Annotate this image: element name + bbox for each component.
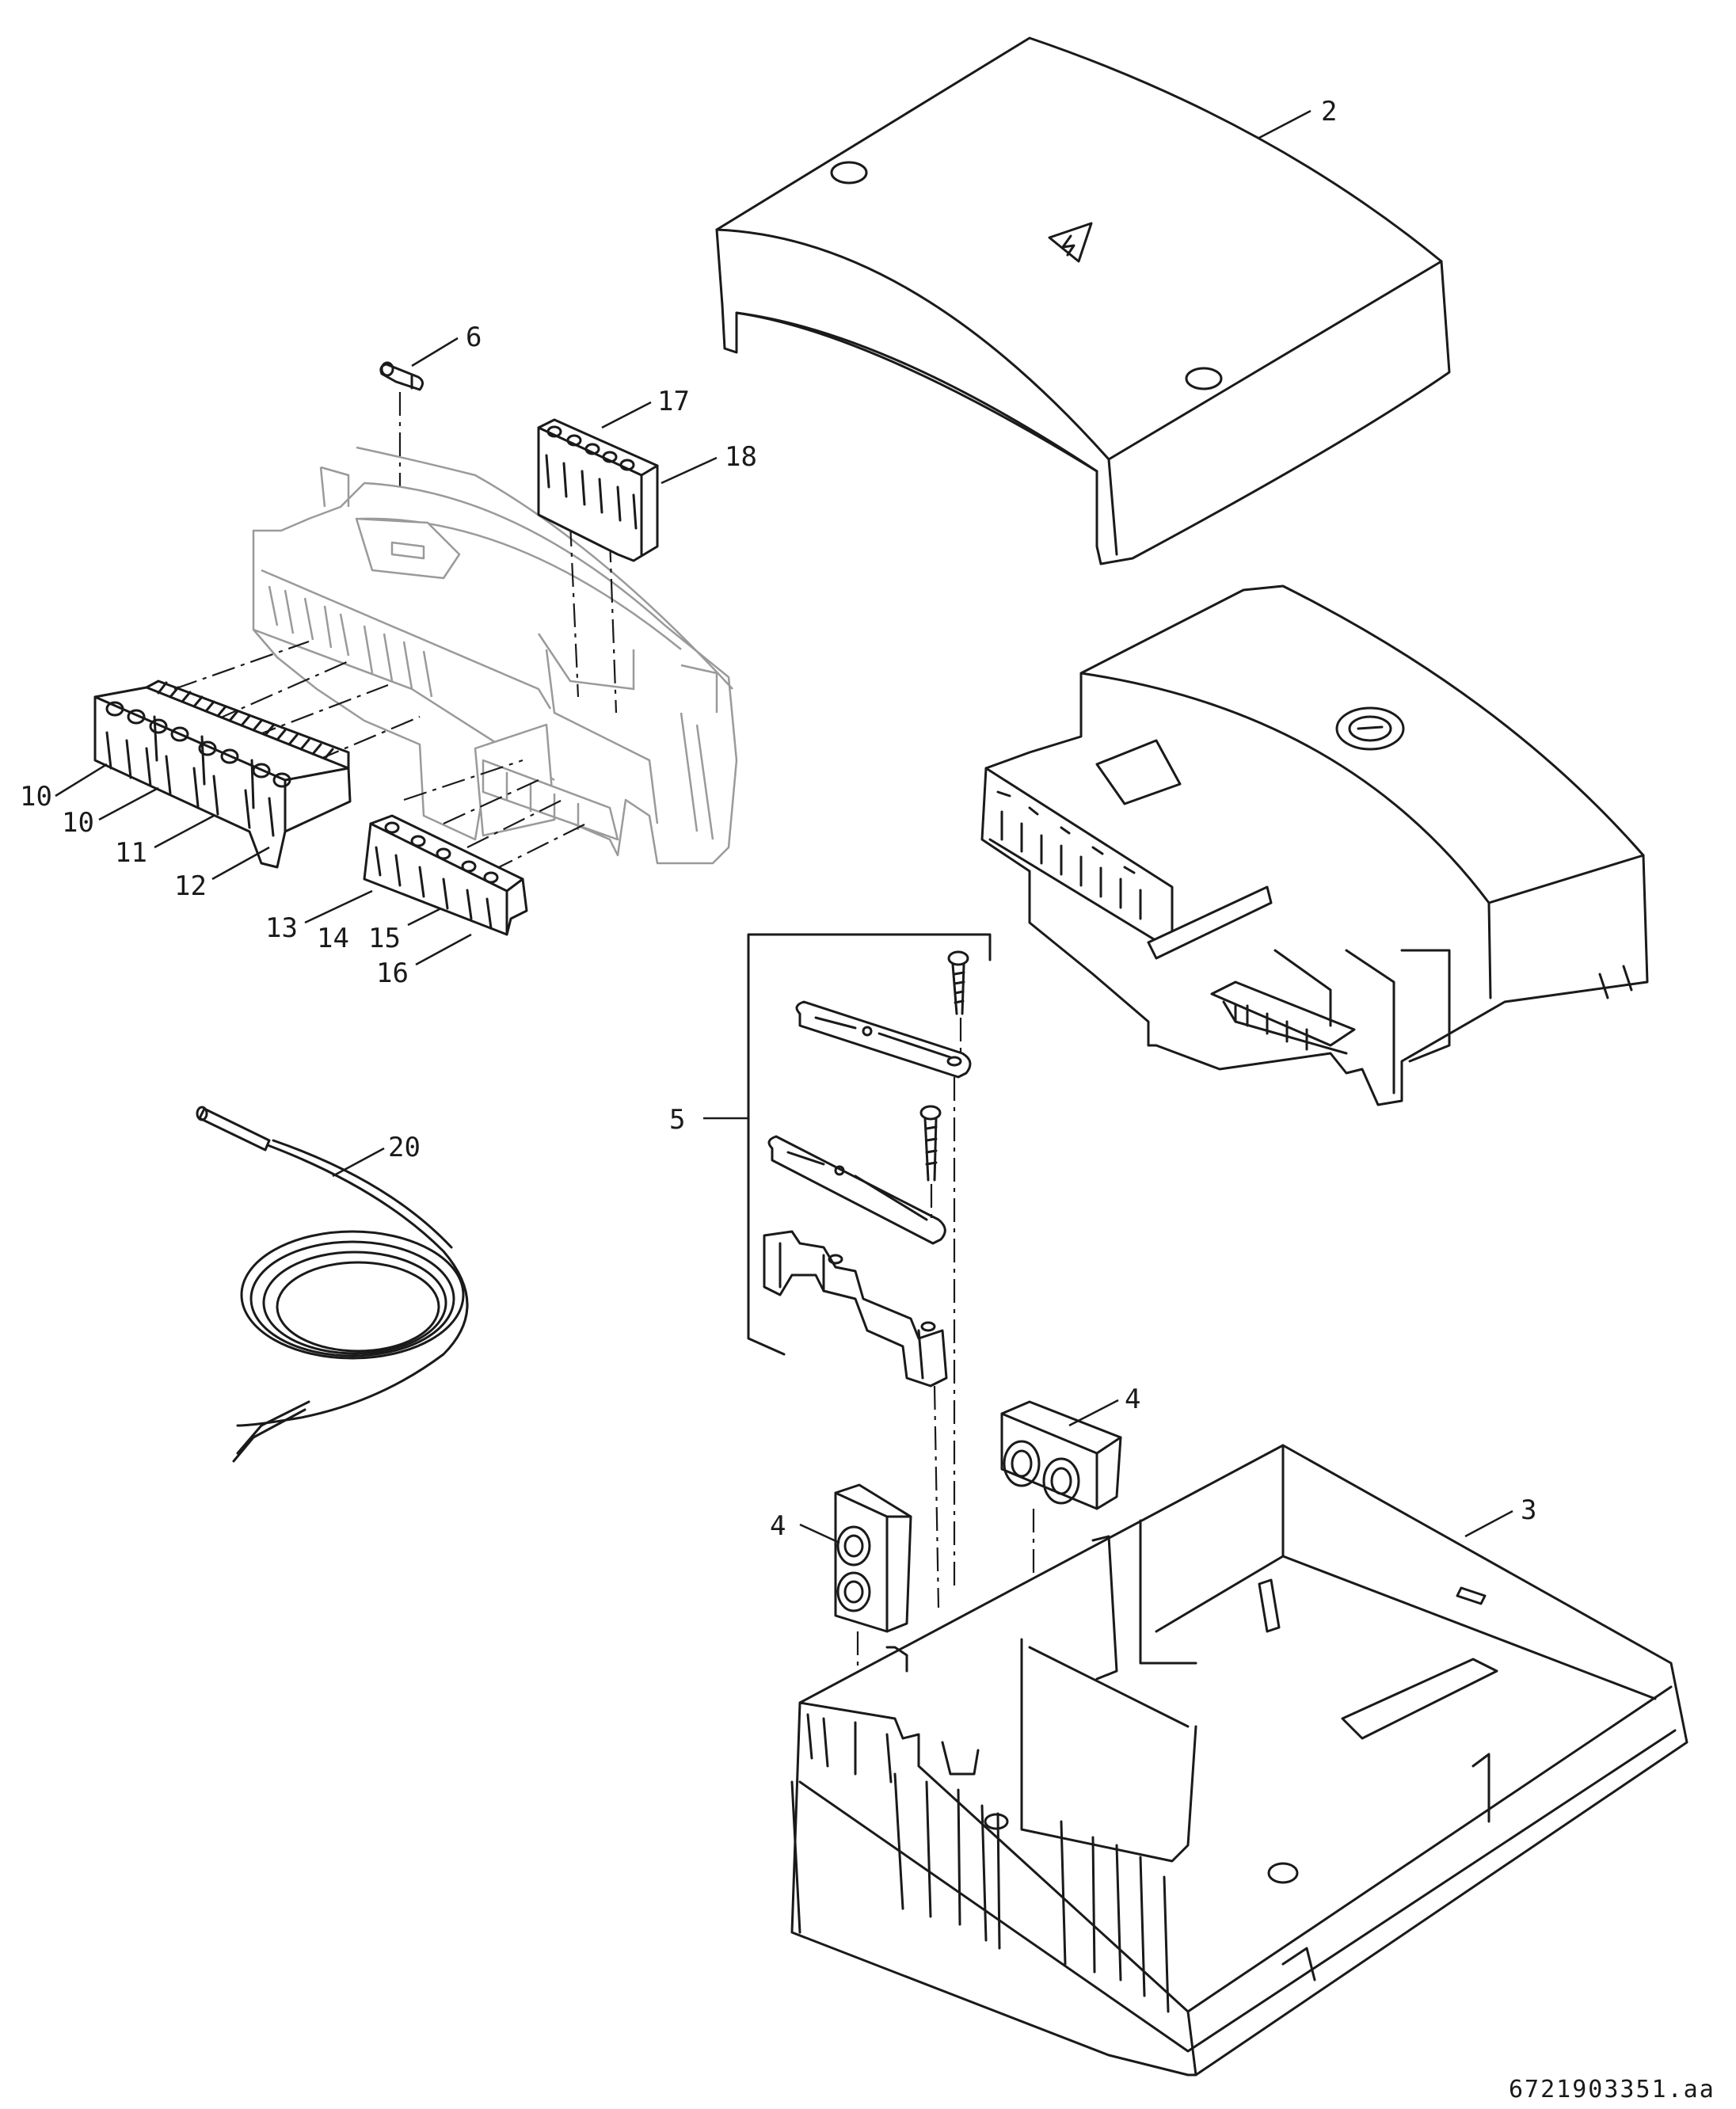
part-housing-base-3: [790, 1444, 1688, 2077]
callout-5: 5: [669, 1104, 685, 1136]
callout-16: 16: [376, 957, 409, 989]
terminal-block-17-18: [537, 418, 659, 562]
callout-18: 18: [725, 441, 757, 473]
terminal-block-strip-13-16: [363, 814, 528, 936]
callout-4-upper: 4: [1125, 1384, 1140, 1415]
part-sensor-20: [196, 1106, 469, 1463]
callout-10a: 10: [20, 781, 52, 813]
electrical-hazard-warning-icon: [1048, 222, 1093, 263]
terminal-screw-heads: [105, 701, 291, 788]
part-cover-2: [715, 36, 1451, 565]
callout-10b: 10: [62, 807, 94, 839]
callout-13: 13: [265, 912, 298, 944]
callout-12: 12: [174, 870, 207, 902]
callout-4-lower: 4: [770, 1510, 786, 1542]
part-grommet-4-upper: [1000, 1400, 1122, 1510]
callout-2: 2: [1321, 96, 1337, 128]
callout-15: 15: [368, 923, 401, 954]
part-grommet-4-lower: [834, 1483, 912, 1633]
callout-3: 3: [1521, 1494, 1536, 1526]
part-strain-relief-kit-5: [747, 933, 992, 1388]
callout-14: 14: [317, 923, 349, 954]
terminal-block-strip-10-12: [93, 680, 352, 869]
callout-17: 17: [657, 386, 690, 417]
assembled-controller: [980, 584, 1649, 1106]
document-number: 6721903351.aa: [1509, 2076, 1715, 2103]
callout-11: 11: [115, 837, 147, 869]
callout-6: 6: [466, 322, 482, 353]
ghosted-terminal-base: [252, 446, 738, 865]
callout-20: 20: [388, 1132, 421, 1163]
part-fuse-6: [379, 361, 424, 391]
